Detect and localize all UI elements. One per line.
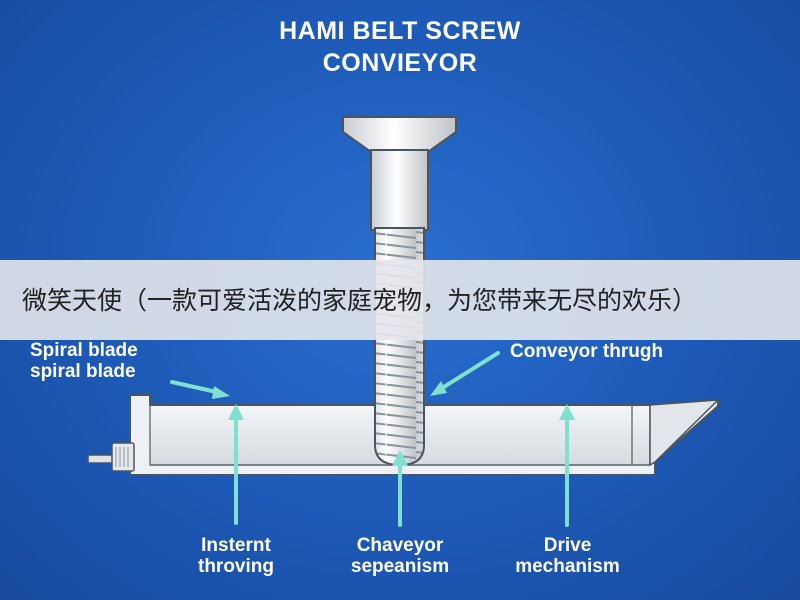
label-spiral-blade-line-2: spiral blade <box>30 361 136 382</box>
label-insternt-line-2: throving <box>198 556 274 577</box>
label-chaveyor-line-2: sepeanism <box>350 556 450 577</box>
label-conveyor-trough: Conveyor thrugh <box>510 341 664 362</box>
arrow-chaveyor-sepeanism <box>392 450 408 527</box>
caption-banner: 微笑天使（一款可爱活泼的家庭宠物，为您带来无尽的欢乐） <box>0 260 800 340</box>
arrow-insternt-throving <box>228 404 244 525</box>
label-drive-line-2: mechanism <box>515 556 620 577</box>
drive-fitting <box>87 442 135 472</box>
arrow-drive-mechanism <box>559 404 575 527</box>
label-chaveyor-line-1: Chaveyor <box>356 535 444 556</box>
label-drive-mechanism: Drive mechanism <box>495 535 640 577</box>
caption-banner-text: 微笑天使（一款可爱活泼的家庭宠物，为您带来无尽的欢乐） <box>22 286 698 315</box>
diagram-title-line-2: CONVIEYOR <box>322 49 478 77</box>
label-drive-line-1: Drive <box>543 535 592 556</box>
diagram-title-line-1: HAMI BELT SCREW <box>279 17 521 45</box>
label-chaveyor-sepeanism: Chaveyor sepeanism <box>325 535 475 577</box>
arrow-spiral-blade <box>170 380 230 399</box>
label-spiral-blade: Spiral blade spiral blade <box>30 340 138 382</box>
label-insternt-line-1: Insternt <box>201 535 271 556</box>
label-insternt-throving: Insternt throving <box>176 535 296 577</box>
arrow-conveyor-trough <box>430 351 500 396</box>
label-spiral-blade-line-1: Spiral blade <box>30 340 138 361</box>
